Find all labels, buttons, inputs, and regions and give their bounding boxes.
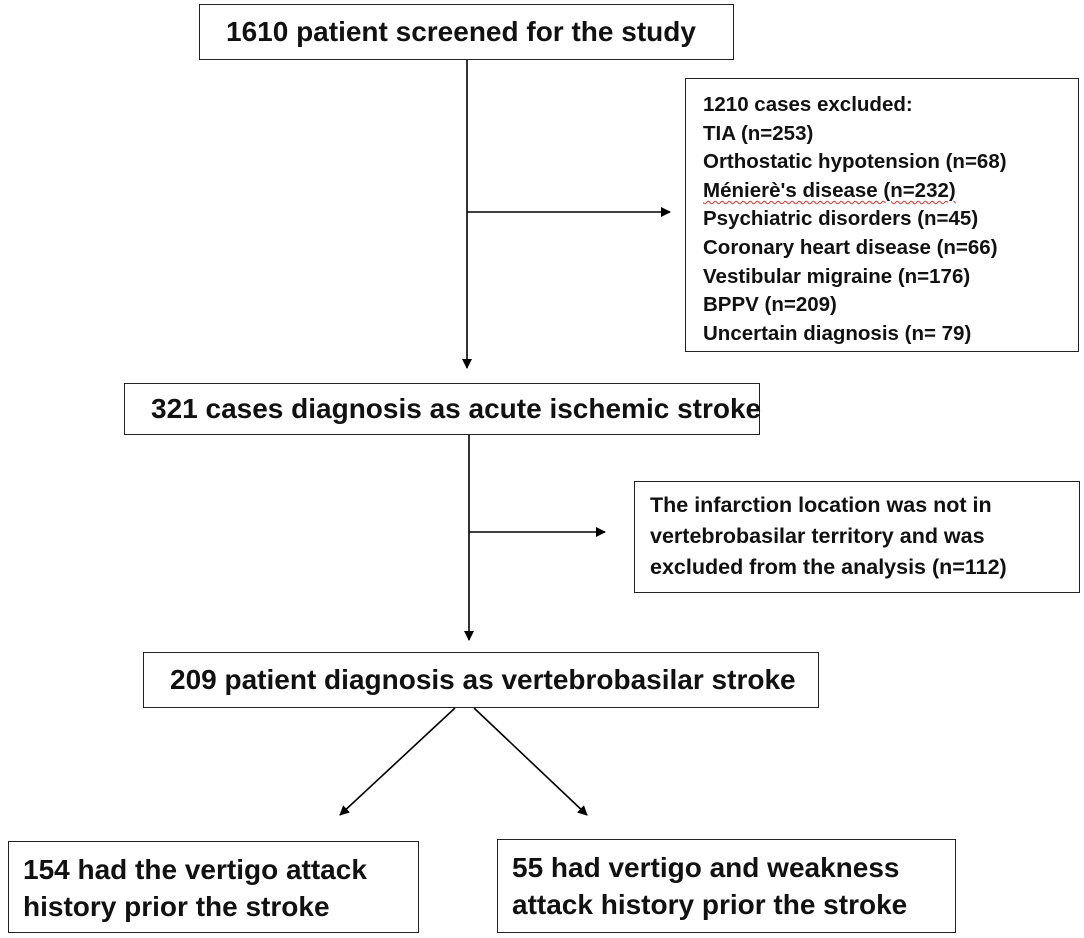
- screened-text: 1610 patient screened for the study: [226, 16, 696, 47]
- exclusion1-item: Vestibular migraine (n=176): [703, 264, 971, 288]
- exclusion1-item: TIA (n=253): [703, 121, 814, 145]
- outcome-b-line: 55 had vertigo and weakness: [512, 852, 900, 883]
- outcome-a-line: 154 had the vertigo attack: [23, 854, 367, 885]
- exclusion2-line: vertebrobasilar territory and was: [650, 524, 985, 548]
- arrow-vb-to-outcome-b: [473, 707, 588, 816]
- exclusion1-item: Coronary heart disease (n=66): [703, 235, 998, 259]
- screened-box: 1610 patient screened for the study: [199, 4, 734, 60]
- vertebrobasilar-text: 209 patient diagnosis as vertebrobasilar…: [170, 664, 796, 695]
- exclusion2-line: The infarction location was not in: [650, 493, 992, 517]
- acute-stroke-text: 321 cases diagnosis as acute ischemic st…: [151, 393, 762, 424]
- outcome-a-line: history prior the stroke: [23, 891, 330, 922]
- acute-stroke-box: 321 cases diagnosis as acute ischemic st…: [124, 383, 762, 435]
- exclusion2-line: excluded from the analysis (n=112): [650, 555, 1007, 579]
- vertebrobasilar-box: 209 patient diagnosis as vertebrobasilar…: [143, 652, 819, 708]
- exclusion1-item: Orthostatic hypotension (n=68): [703, 150, 1007, 174]
- exclusion1-item: Uncertain diagnosis (n= 79): [703, 321, 972, 345]
- exclusion2-box: The infarction location was not in verte…: [634, 481, 1080, 593]
- outcome-a-box: 154 had the vertigo attack history prior…: [8, 841, 419, 933]
- outcome-b-line: attack history prior the stroke: [512, 889, 908, 920]
- exclusion1-item: Ménierè's disease (n=232): [703, 178, 956, 202]
- exclusion1-item: Psychiatric disorders (n=45): [703, 207, 979, 231]
- arrow-vb-to-outcome-a: [339, 707, 456, 816]
- exclusion1-box: 1210 cases excluded: TIA (n=253) Orthost…: [685, 78, 1079, 352]
- outcome-b-box: 55 had vertigo and weakness attack histo…: [497, 839, 956, 933]
- exclusion1-title: 1210 cases excluded:: [703, 93, 913, 116]
- exclusion1-item: BPPV (n=209): [703, 293, 837, 317]
